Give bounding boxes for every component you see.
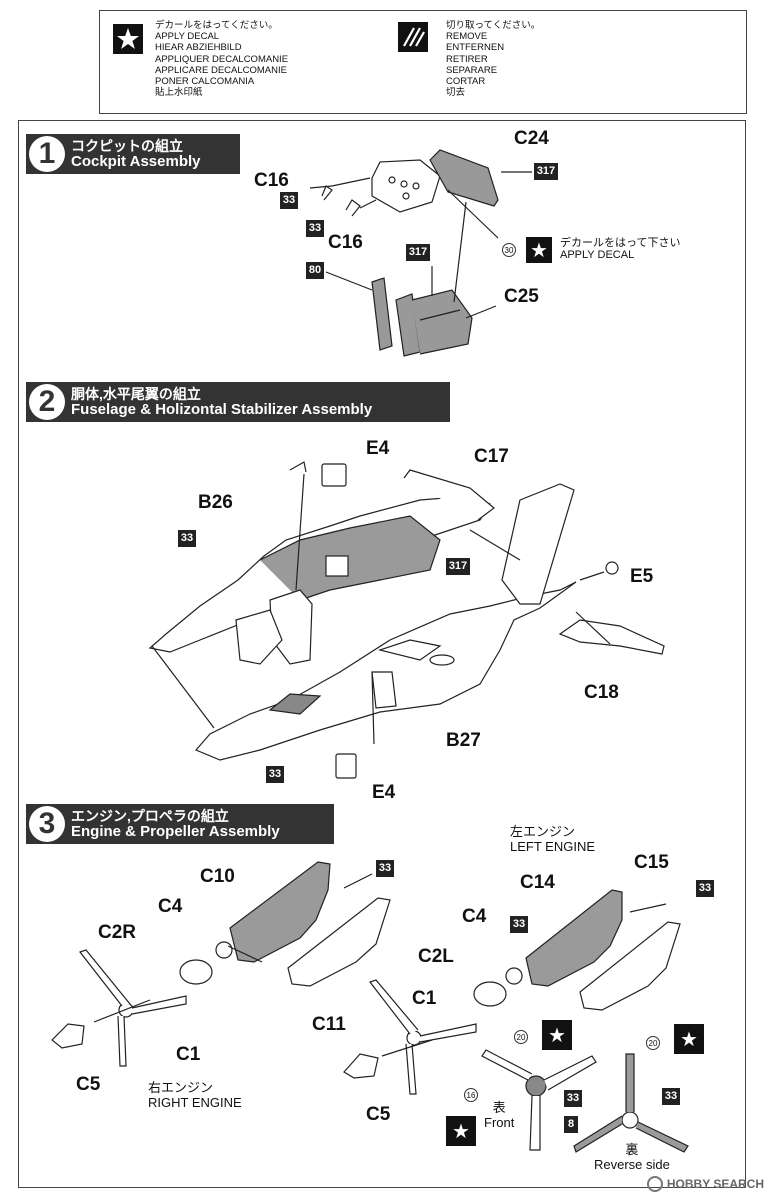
part-e4-top-drawing bbox=[321, 463, 347, 487]
star-icon: ★ bbox=[674, 1024, 704, 1054]
fuselage-half-b26-drawing bbox=[148, 469, 495, 665]
part-label-c14: C14 bbox=[520, 872, 555, 893]
star-icon: ★ bbox=[542, 1020, 572, 1050]
instrument-panel-drawing bbox=[371, 149, 499, 213]
part-label-e5: E5 bbox=[630, 566, 654, 587]
part-label-c25: C25 bbox=[504, 286, 539, 307]
part-label-c4: C4 bbox=[158, 896, 183, 917]
star-icon: ★ bbox=[446, 1116, 476, 1146]
step-title-jp: 胴体,水平尾翼の組立 bbox=[71, 386, 201, 402]
fuselage-b27-drawing bbox=[194, 483, 577, 761]
step-number: 1 bbox=[29, 136, 65, 172]
stabilizer-c18-drawing bbox=[558, 619, 665, 655]
part-label-c17: C17 bbox=[474, 446, 509, 467]
step-title-en: Engine & Propeller Assembly bbox=[71, 823, 280, 840]
left-propeller-drawing bbox=[343, 967, 523, 1095]
step-title-en: Fuselage & Holizontal Stabilizer Assembl… bbox=[71, 401, 373, 418]
part-label-c10: C10 bbox=[200, 866, 235, 887]
color-code-badge: 33 bbox=[510, 916, 528, 933]
step-title-jp: エンジン,プロペラの組立 bbox=[71, 808, 229, 824]
star-icon: ★ bbox=[526, 237, 552, 263]
cut-icon bbox=[398, 22, 428, 52]
star-icon bbox=[113, 24, 143, 54]
color-code-badge: 80 bbox=[306, 262, 324, 279]
part-label-c16: C16 bbox=[328, 232, 363, 253]
part-label-c5: C5 bbox=[366, 1104, 391, 1125]
color-code-badge: 317 bbox=[446, 558, 470, 575]
part-label-c11: C11 bbox=[312, 1014, 346, 1035]
part-e4-bottom-drawing bbox=[335, 753, 357, 779]
step-title-en: Cockpit Assembly bbox=[71, 153, 201, 170]
part-label-c2r: C2R bbox=[98, 922, 137, 943]
part-label-e4: E4 bbox=[372, 782, 396, 803]
color-code-badge: 33 bbox=[376, 860, 394, 877]
part-label-c24: C24 bbox=[514, 128, 549, 149]
right-propeller-drawing bbox=[51, 941, 233, 1067]
color-code-badge: 33 bbox=[662, 1088, 680, 1105]
instructions-panel bbox=[18, 120, 746, 1188]
step-number: 2 bbox=[29, 384, 65, 420]
part-label-c5: C5 bbox=[76, 1074, 101, 1095]
color-code-badge: 8 bbox=[564, 1116, 578, 1133]
color-code-badge: 33 bbox=[696, 880, 714, 897]
part-label-b26: B26 bbox=[198, 492, 233, 513]
part-label-c18: C18 bbox=[584, 682, 619, 703]
part-label-c2l: C2L bbox=[418, 946, 454, 967]
propeller-front-drawing bbox=[481, 1049, 597, 1151]
decal-number: 20 bbox=[646, 1036, 660, 1050]
control-stick-drawing bbox=[321, 185, 333, 201]
color-code-badge: 317 bbox=[534, 163, 558, 180]
decal-number: 16 bbox=[464, 1088, 478, 1102]
color-code-badge: 33 bbox=[306, 220, 324, 237]
legend-box bbox=[99, 10, 747, 114]
color-code-badge: 317 bbox=[406, 244, 430, 261]
color-code-badge: 33 bbox=[564, 1090, 582, 1107]
right-engine-nacelle-drawing bbox=[229, 861, 391, 987]
left-engine-nacelle-drawing bbox=[525, 889, 681, 1011]
part-label-c1: C1 bbox=[176, 1044, 201, 1065]
part-label-e4: E4 bbox=[366, 438, 390, 459]
cockpit-tub-drawing bbox=[371, 277, 473, 357]
part-label-c15: C15 bbox=[634, 852, 669, 873]
step-number: 3 bbox=[29, 806, 65, 842]
color-code-badge: 33 bbox=[266, 766, 284, 783]
logo-icon bbox=[646, 1176, 663, 1192]
part-label-c16: C16 bbox=[254, 170, 289, 191]
watermark: HOBBY SEARCH bbox=[646, 1176, 764, 1192]
step-title-jp: コクピットの組立 bbox=[71, 138, 183, 154]
color-code-badge: 33 bbox=[280, 192, 298, 209]
part-label-c1: C1 bbox=[412, 988, 437, 1009]
decal-number: 30 bbox=[502, 243, 516, 257]
part-label-b27: B27 bbox=[446, 730, 481, 751]
color-code-badge: 33 bbox=[178, 530, 196, 547]
propeller-rear-drawing bbox=[573, 1053, 689, 1153]
decal-number: 20 bbox=[514, 1030, 528, 1044]
part-label-c4: C4 bbox=[462, 906, 487, 927]
